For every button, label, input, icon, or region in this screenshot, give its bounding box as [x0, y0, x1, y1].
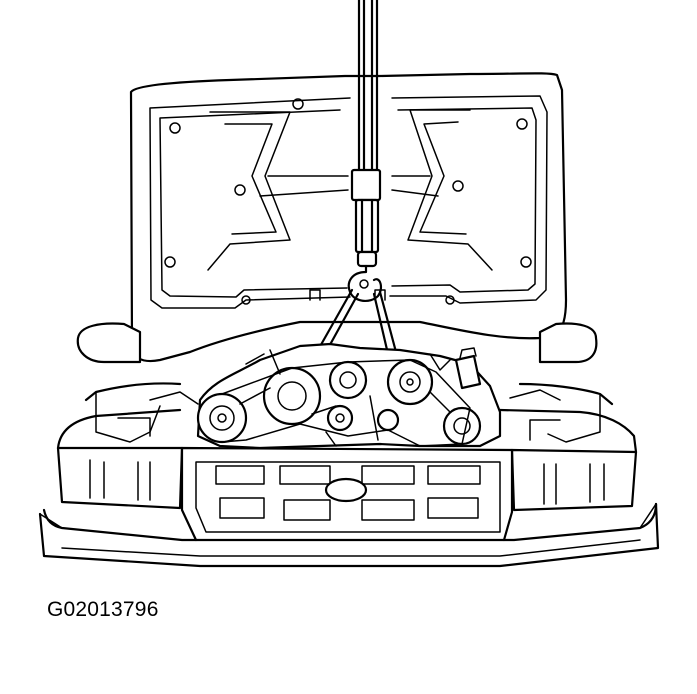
engine-assembly: [84, 342, 614, 450]
emblem-icon: [324, 477, 368, 503]
hoist-chain: [316, 0, 398, 356]
side-mirrors: [76, 322, 598, 364]
open-hood: [129, 72, 568, 363]
figure-code-label: G02013796: [47, 598, 159, 621]
vehicle-front-body: [38, 408, 660, 568]
